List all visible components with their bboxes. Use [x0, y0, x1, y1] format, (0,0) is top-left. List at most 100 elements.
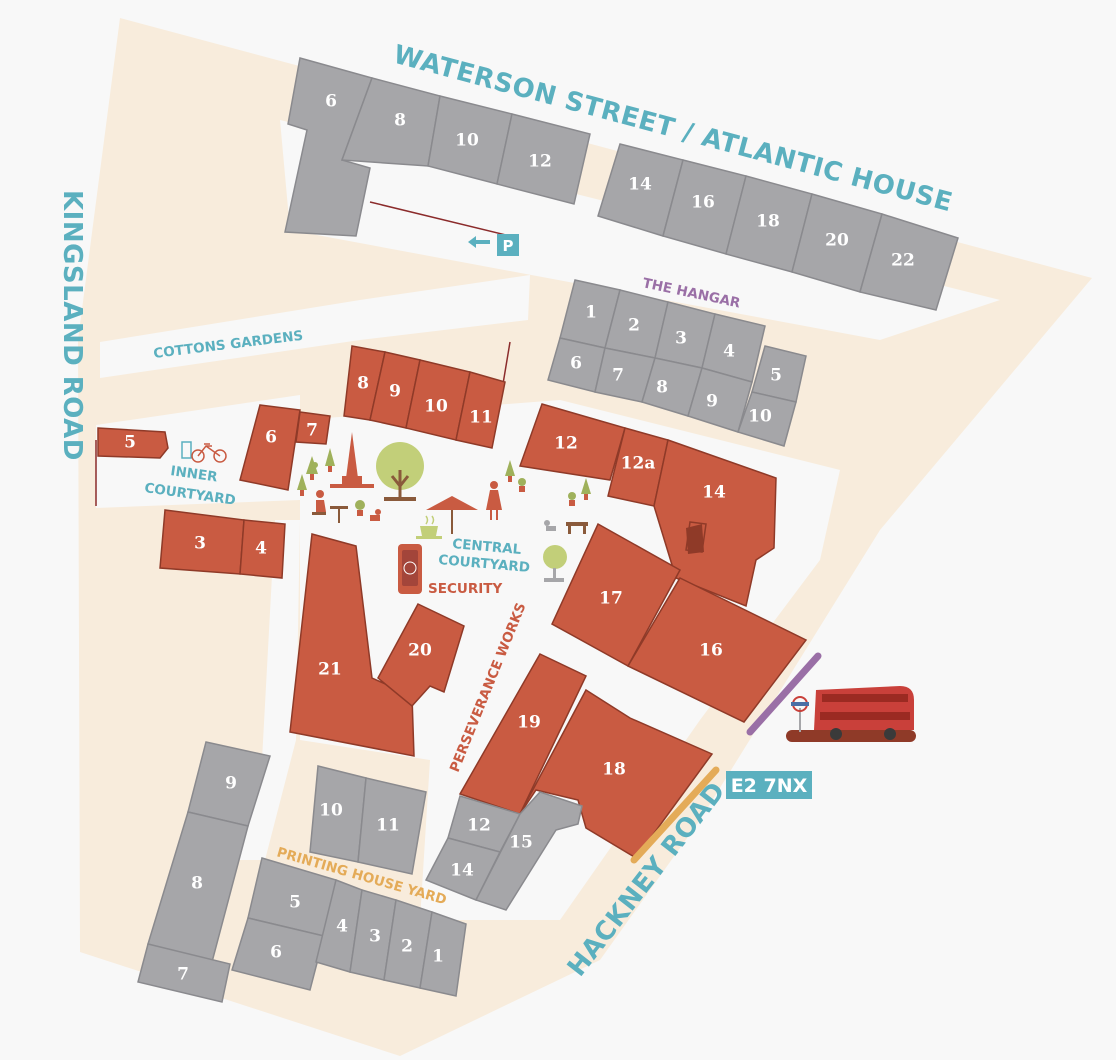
area-label-central-courtyard: COURTYARD [438, 552, 531, 576]
bldg-label: 20 [825, 231, 849, 251]
bldg-label: 5 [289, 893, 301, 913]
bldg-label: 12 [467, 816, 491, 836]
parking-icon [497, 234, 519, 256]
bldg-label: 9 [389, 382, 401, 402]
building-waterson-22[interactable] [859, 213, 959, 311]
tree-icon [297, 448, 591, 516]
building-inner-4[interactable] [239, 519, 286, 579]
building-inner-6[interactable] [239, 404, 301, 491]
building-inner-7[interactable] [295, 411, 331, 445]
building-inner-11[interactable] [455, 371, 506, 449]
building-south-6[interactable] [231, 917, 325, 991]
tree-icon [543, 545, 567, 582]
bldg-label: 12 [528, 152, 552, 172]
bldg-label: 6 [325, 92, 337, 112]
parking-access-line [369, 201, 511, 237]
church-spire-icon [330, 432, 374, 488]
area-label-inner-courtyard: INNER [169, 463, 219, 486]
bldg-label: 4 [255, 539, 267, 559]
bldg-label: 10 [319, 801, 343, 821]
building-south-1[interactable] [419, 910, 467, 997]
building-central-16[interactable] [626, 577, 808, 723]
bldg-label: 11 [376, 816, 400, 836]
tree-icon [376, 442, 424, 501]
coffee-cup-icon [416, 515, 442, 539]
bldg-label: 2 [401, 937, 413, 957]
building-south-11[interactable] [357, 777, 427, 875]
bldg-label: 16 [699, 641, 723, 661]
hackney-road-access [746, 652, 822, 736]
bldg-label: 7 [306, 421, 318, 441]
bldg-label: 5 [770, 366, 782, 386]
bldg-label: 21 [318, 660, 342, 680]
inner-buildings [97, 345, 506, 579]
building-central-12[interactable] [518, 403, 626, 481]
bldg-label: 6 [570, 354, 582, 374]
bldg-label: 22 [891, 251, 915, 271]
person-icon [486, 481, 502, 520]
building-central-18[interactable] [519, 688, 714, 859]
bldg-label: 4 [723, 342, 735, 362]
bldg-label: 15 [509, 833, 533, 853]
bldg-label: 8 [656, 378, 668, 398]
hackney-road-access [630, 766, 720, 864]
waterson-buildings [284, 57, 959, 311]
dog-icon [370, 509, 381, 521]
person-icon [312, 490, 348, 523]
area-label-central-courtyard: CENTRAL [452, 536, 523, 558]
bldg-label: 1 [585, 303, 597, 323]
dog-icon [544, 520, 556, 531]
street-label-kingsland: KINGSLAND ROAD [57, 190, 87, 461]
arrow-left-icon [468, 236, 490, 248]
bust-statue-icon [686, 524, 704, 554]
bldg-label: 14 [702, 483, 726, 503]
building-south-15[interactable] [474, 791, 583, 911]
postcode-badge: E2 7NX [726, 771, 812, 799]
bldg-label: 10 [455, 131, 479, 151]
bldg-label: 20 [408, 641, 432, 661]
bldg-label: 8 [191, 874, 203, 894]
bldg-label: 12 [554, 434, 578, 454]
bldg-label: 18 [756, 212, 780, 232]
building-numbers: 6 8 10 12 14 16 18 20 22 1 2 3 4 5 6 7 8… [124, 92, 915, 985]
bldg-label: 8 [357, 374, 369, 394]
hangar-buildings [547, 279, 807, 447]
area-label-security: SECURITY [428, 581, 502, 597]
street-west [230, 520, 300, 860]
bus-icon [786, 686, 916, 742]
umbrella-table-icon [426, 496, 478, 534]
bldg-label: 4 [336, 917, 348, 937]
bldg-label: 9 [706, 392, 718, 412]
bldg-label: 3 [675, 329, 687, 349]
building-inner-5[interactable] [97, 427, 169, 459]
building-central-20[interactable] [377, 603, 465, 708]
bldg-label: 17 [599, 589, 623, 609]
central-buildings [289, 403, 808, 859]
bicycle-icon [181, 441, 227, 463]
bldg-label: 11 [469, 408, 493, 428]
building-hangar-10[interactable] [737, 391, 797, 447]
postcode-label: E2 7NX [731, 775, 808, 797]
bldg-label: 3 [194, 534, 206, 554]
building-waterson-12[interactable] [496, 113, 591, 205]
bench-icon [566, 522, 588, 534]
bldg-label: 10 [424, 397, 448, 417]
parking-label: P [503, 237, 514, 255]
bldg-label: 12a [621, 454, 656, 474]
bldg-label: 2 [628, 316, 640, 336]
bldg-label: 1 [432, 947, 444, 967]
parking-sign[interactable]: P [468, 234, 519, 256]
bldg-label: 8 [394, 111, 406, 131]
bldg-label: 19 [517, 713, 541, 733]
security-phone-icon[interactable] [398, 544, 422, 594]
bus-stop-icon [791, 696, 809, 732]
bldg-label: 7 [177, 965, 189, 985]
bldg-label: 16 [691, 193, 715, 213]
bldg-label: 18 [602, 760, 626, 780]
bldg-label: 9 [225, 774, 237, 794]
bldg-label: 14 [450, 861, 474, 881]
bldg-label: 14 [628, 175, 652, 195]
building-south-7[interactable] [137, 943, 231, 1003]
bldg-label: 7 [612, 366, 624, 386]
